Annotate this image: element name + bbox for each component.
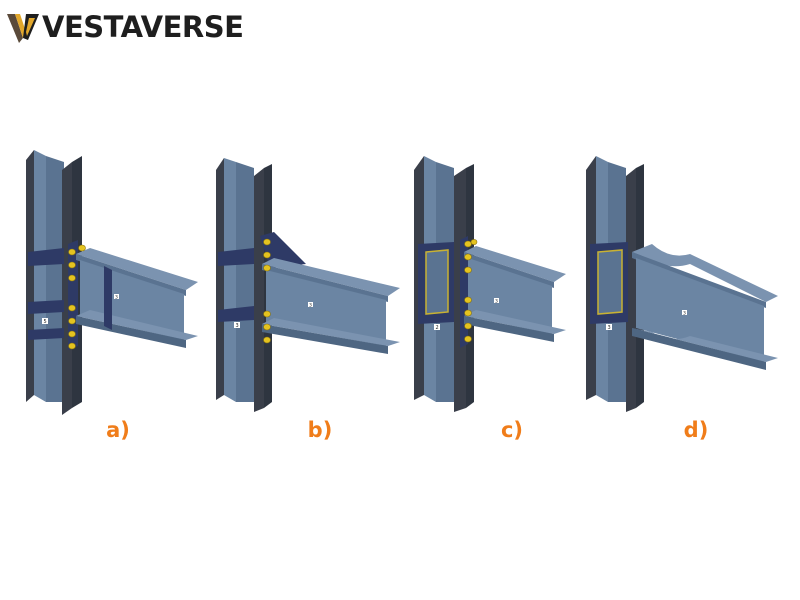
beam-tag-b: 3 [309,303,312,309]
column-tag-b: 3 [236,323,239,329]
column-tag-c: 2 [436,325,439,331]
figure-d: 3 3 [580,140,780,420]
column-tag-d: 3 [608,325,611,331]
figure-a: 5 3 [20,140,220,420]
beam-tag-a: 3 [115,295,118,301]
connection-diagram-d: 3 3 [586,156,778,412]
beam-tag-c: 3 [495,299,498,305]
figure-label-a: a) [106,418,130,442]
figure-b: 3 3 [210,140,410,420]
connection-diagram-c: 2 3 [414,156,566,412]
brand-name: VESTAVERSE [42,10,244,44]
figure-label-d: d) [683,418,709,442]
connection-diagram-a: 5 3 [26,150,198,415]
column-tag-a: 5 [44,319,47,325]
brand-logo: VESTAVERSE [6,10,244,44]
connection-diagram-b: 3 3 [216,158,400,412]
beam-tag-d: 3 [683,311,686,317]
figure-label-b: b) [307,418,333,442]
vestaverse-logo-icon [7,14,39,43]
figure-c: 2 3 [408,140,608,420]
figure-label-c: c) [500,418,524,442]
